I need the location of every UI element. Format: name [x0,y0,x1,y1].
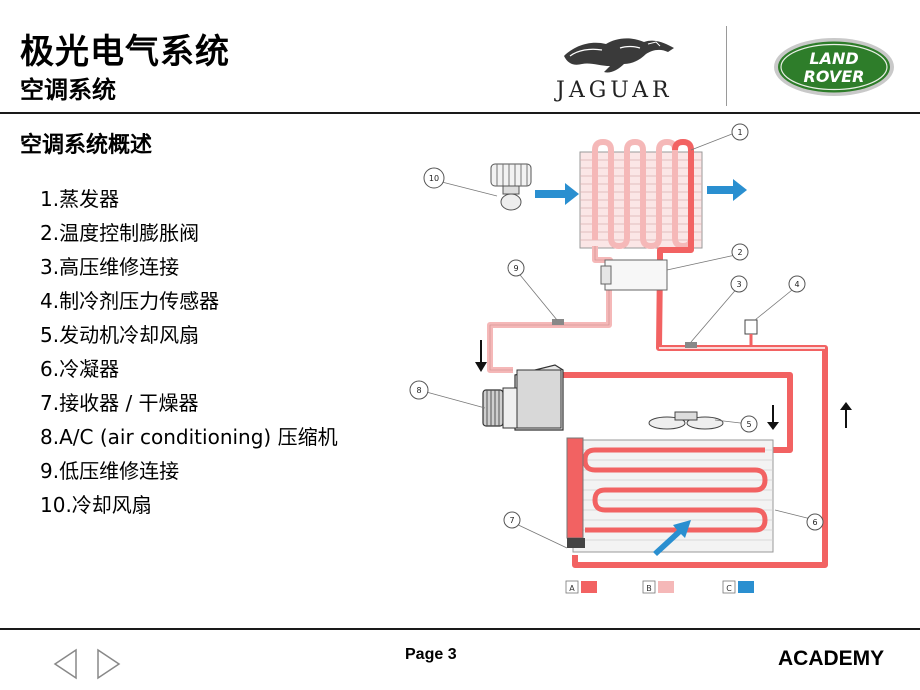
low-pressure-line [487,246,613,373]
high-pressure-port [685,342,697,348]
list-item: 5.发动机冷却风扇 [40,323,200,347]
callout-2: 2 [737,248,742,257]
list-item: 10.冷却风扇 [40,493,152,517]
air-outlet-arrow [707,179,747,201]
list-item: 3.高压维修连接 [40,255,180,279]
triangle-left-icon [53,648,77,680]
list-item: 8.A/C (air conditioning) 压缩机 [40,425,338,449]
legend-label-b: B [646,584,652,593]
expansion-valve [600,259,668,291]
legend-label-c: C [726,584,732,593]
triangle-right-icon [97,648,121,680]
list-item: 7.接收器 / 干燥器 [40,391,199,415]
slide-title: 极光电气系统 [20,32,230,72]
prev-slide-button[interactable] [52,648,80,680]
condenser-airflow-arrow [653,520,691,556]
component-list: 1.蒸发器 2.温度控制膨胀阀 3.高压维修连接 4.制冷剂压力传感器 5.发动… [40,182,338,522]
list-item: 2.温度控制膨胀阀 [40,221,200,245]
low-pressure-port [552,319,564,325]
flow-arrow-up [840,402,852,428]
jaguar-leaper-logo [564,38,674,73]
callout-4: 4 [794,280,799,289]
slide-subtitle: 空调系统 [20,76,116,104]
callout-8: 8 [416,386,421,395]
section-heading: 空调系统概述 [20,133,153,158]
pressure-sensor [744,319,758,335]
list-item: 9.低压维修连接 [40,459,180,483]
condenser [572,439,774,553]
callout-10: 10 [429,174,439,183]
legend-swatch-a [581,581,597,593]
callout-7: 7 [509,516,514,525]
list-item: 6.冷凝器 [40,357,120,381]
cooling-fan [490,163,532,211]
evaporator [579,138,703,250]
flow-arrow-down [475,340,487,372]
air-inlet-arrow [535,183,579,205]
academy-brand: ACADEMY [778,647,885,670]
list-item: 1.蒸发器 [40,187,120,211]
next-slide-button[interactable] [94,648,122,680]
header-rule [0,112,920,114]
legend-swatch-b [658,581,674,593]
landrover-logo-line2: ROVER [804,67,865,86]
jaguar-wordmark: JAGUAR [556,78,673,103]
page-number: Page 3 [405,646,457,663]
footer-rule [0,628,920,630]
flow-arrow-down [767,405,779,430]
callout-9: 9 [513,264,518,273]
compressor [482,364,564,431]
landrover-logo-line1: LAND [809,49,858,68]
compressor-discharge-line [560,372,793,453]
callout-5: 5 [746,420,751,429]
legend-label-a: A [569,584,575,593]
legend-swatch-c [738,581,754,593]
receiver-drier [566,437,585,548]
diagram-legend: A B C [565,580,754,594]
header-separator [726,26,727,106]
callout-1: 1 [737,128,742,137]
engine-cooling-fan [648,411,724,430]
ac-system-diagram: 1 10 2 3 4 9 8 5 6 7 A B C [409,123,852,594]
list-item: 4.制冷剂压力传感器 [40,289,220,313]
callout-6: 6 [812,518,817,527]
landrover-logo: LAND ROVER [774,38,894,96]
callout-3: 3 [736,280,741,289]
